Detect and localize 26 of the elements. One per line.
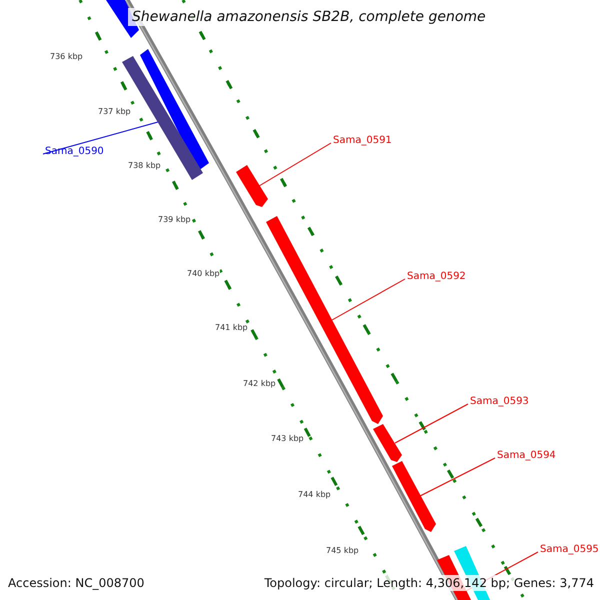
gene-feature	[392, 461, 436, 532]
tick-label: 738 kbp	[128, 162, 161, 170]
tick-label: 744 kbp	[298, 491, 331, 499]
tick-label: 737 kbp	[98, 108, 131, 116]
gene-label: Sama_0593	[470, 397, 529, 407]
genome-stats-text: Topology: circular; Length: 4,306,142 bp; Genes: 3,774	[264, 575, 594, 591]
tick-label: 740 kbp	[187, 270, 220, 278]
leader-line	[258, 142, 332, 186]
leader-line	[42, 122, 158, 154]
leader-line	[420, 458, 496, 496]
tick-label: 743 kbp	[271, 435, 304, 443]
gene-feature	[236, 165, 268, 207]
leader-line	[394, 404, 468, 444]
gene-label: Sama_0591	[333, 136, 392, 146]
gene-label: Sama_0590	[45, 147, 104, 157]
leader-line	[332, 278, 406, 320]
gene-label: Sama_0594	[497, 451, 556, 461]
gene-label: Sama_0592	[407, 272, 466, 282]
tick-label: 742 kbp	[243, 380, 276, 388]
tick-label: 739 kbp	[158, 216, 191, 224]
tick-label: 745 kbp	[326, 547, 359, 555]
gene-label: Sama_0595	[540, 545, 599, 555]
tick-label: 741 kbp	[215, 324, 248, 332]
gene-feature	[373, 424, 402, 462]
tick-label: 736 kbp	[50, 53, 83, 61]
accession-text: Accession: NC_008700	[8, 575, 144, 591]
